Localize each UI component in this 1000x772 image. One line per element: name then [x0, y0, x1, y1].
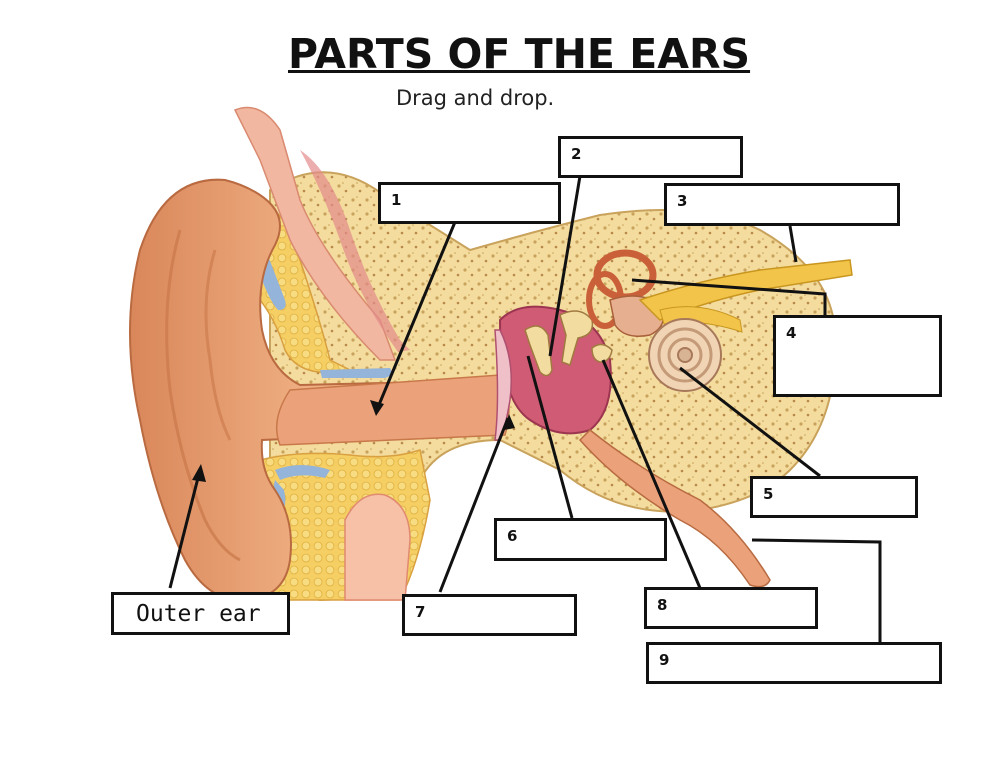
drop-zone-9[interactable]: 9 [646, 642, 942, 684]
drop-zone-8[interactable]: 8 [644, 587, 818, 629]
eustachian-tube [578, 428, 771, 588]
gland [344, 493, 411, 601]
drop-zone-7[interactable]: 7 [402, 594, 577, 636]
leader-line-9 [751, 538, 882, 642]
leader-line-4 [631, 278, 827, 318]
skin-layer [300, 150, 410, 352]
drop-zone-number: 9 [659, 651, 670, 669]
outer-ear-text: Outer ear [136, 601, 261, 627]
drop-zone-5[interactable]: 5 [750, 476, 918, 518]
leader-line-2 [548, 175, 582, 357]
leader-lines [168, 175, 882, 642]
outer-ear-label: Outer ear [111, 592, 290, 635]
leader-line-8 [601, 359, 702, 589]
blue-vessel-2 [320, 368, 392, 378]
malleus [524, 325, 553, 377]
drop-zone-number: 2 [571, 145, 582, 163]
leader-line-7 [438, 417, 510, 593]
drop-zone-number: 3 [677, 192, 688, 210]
leader-line-outer [168, 469, 202, 589]
arrowhead-outer [192, 464, 206, 482]
drop-zone-4[interactable]: 4 [773, 315, 942, 397]
drop-zone-number: 7 [415, 603, 426, 621]
drop-zone-3[interactable]: 3 [664, 183, 900, 226]
arrowhead-1 [370, 400, 384, 416]
incus [559, 310, 594, 366]
drop-zone-number: 6 [507, 527, 518, 545]
instruction-text: Drag and drop. [396, 86, 555, 110]
leader-line-1 [374, 221, 457, 413]
drop-zone-1[interactable]: 1 [378, 182, 561, 224]
pinna-inner [204, 249, 232, 441]
arrowhead-7 [504, 414, 515, 430]
drop-zone-2[interactable]: 2 [558, 136, 743, 178]
drop-zone-number: 8 [657, 596, 668, 614]
drop-zone-number: 5 [763, 485, 774, 503]
drop-zone-6[interactable]: 6 [494, 518, 667, 561]
arrowheads [192, 400, 515, 482]
leader-line-3 [788, 225, 798, 263]
leader-line-5 [679, 366, 821, 478]
skin-top [233, 106, 397, 361]
page-title: PARTS OF THE EARS [288, 30, 751, 78]
leader-line-6 [526, 355, 574, 519]
drop-zone-number: 1 [391, 191, 402, 209]
stapes [591, 343, 613, 363]
pinna-fold [165, 229, 241, 562]
blue-vessel-3 [275, 465, 330, 480]
drop-zone-number: 4 [786, 324, 797, 342]
